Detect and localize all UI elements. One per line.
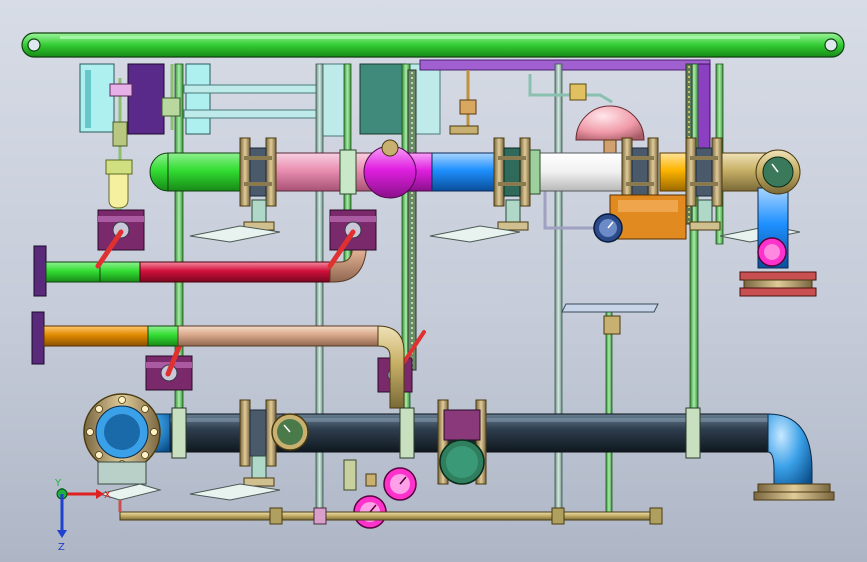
right-flange-stack [739, 237, 817, 297]
diaphragm-actuator [575, 105, 645, 157]
top-support-beam [21, 32, 845, 58]
bottom-tube [118, 500, 663, 525]
pressure-gauge-olive [271, 413, 309, 451]
tee-body [363, 139, 417, 199]
upper-flanges [239, 137, 723, 207]
instrument-plate [561, 303, 659, 335]
inlet-pipe-1 [33, 231, 367, 297]
ball-valves [95, 209, 426, 393]
left-inlet-flange [83, 393, 161, 485]
pressure-gauge-blue [593, 213, 623, 243]
triad-y-label: Y [54, 478, 62, 489]
triad-x-label: X [104, 490, 111, 501]
lower-valve-stubs-2 [98, 455, 281, 501]
control-box [609, 194, 687, 240]
triad-z-label: Z [58, 542, 65, 553]
axis-triad: X Y Z [54, 478, 111, 553]
needle-valves [109, 83, 587, 147]
main-pipe-clamps [171, 407, 701, 459]
flow-meter [437, 399, 487, 485]
main-pipe-flange [239, 399, 277, 467]
inlet-pipe-2 [31, 311, 405, 409]
right-elbow-main [753, 413, 835, 501]
